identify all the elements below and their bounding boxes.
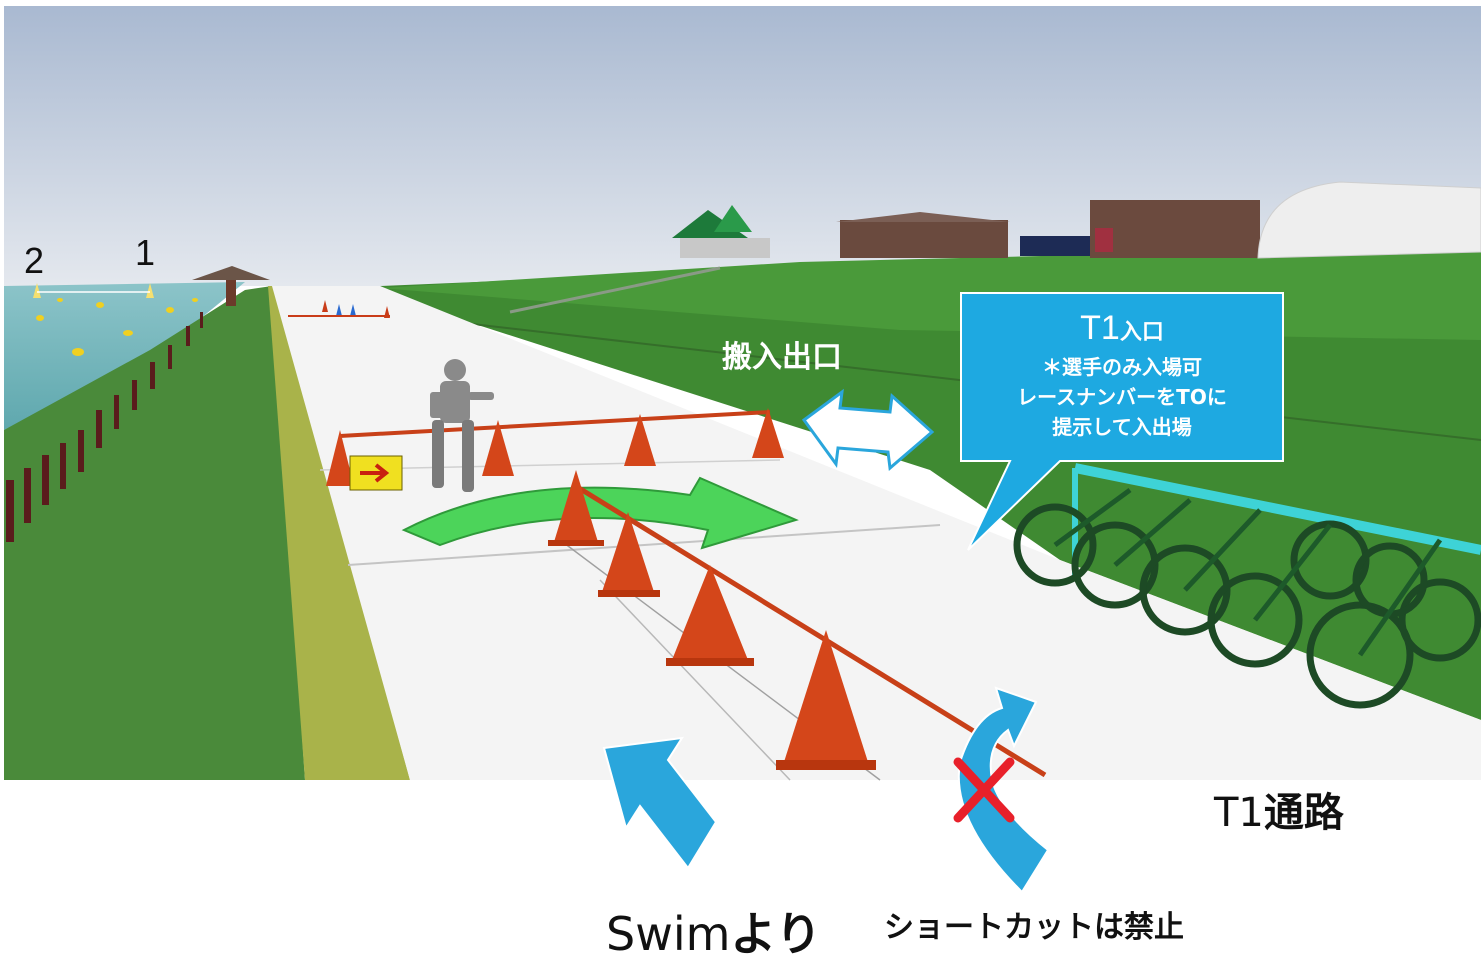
left-grass (4, 286, 305, 780)
shortcut-warning: ショートカットは禁止 (884, 910, 1184, 945)
swim-prefix: Swim (606, 907, 731, 961)
buoy-label-1: 1 (135, 232, 156, 273)
swim-label: Swimより (606, 898, 822, 964)
buoy-label-2: 2 (24, 240, 45, 281)
water-buoys (36, 294, 198, 356)
swim-arrow (602, 736, 718, 870)
callout-title-main: T1 (1080, 309, 1120, 347)
cones-front (554, 470, 868, 762)
cones-back (326, 408, 784, 486)
t1-path-suffix: 通路 (1263, 790, 1344, 836)
horizon-buildings (672, 181, 1481, 259)
t1-path-label: T1通路 (1214, 780, 1344, 838)
barrier-rail-front (572, 482, 1047, 778)
water (4, 282, 245, 430)
callout-line: 提示して入出場 (1052, 415, 1192, 439)
gate-label: 搬入出口 (722, 340, 842, 375)
callout-line: ＊選手のみ入場可 (1042, 355, 1202, 379)
direction-sign (349, 455, 403, 491)
shortcut-arrow (957, 686, 1050, 894)
person-figure (430, 359, 494, 492)
t1-path-prefix: T1 (1214, 790, 1264, 836)
buoy-marker-2 (33, 283, 41, 298)
callout-title: T1入口 (961, 309, 1283, 352)
buoy-marker-1 (146, 283, 154, 298)
fence-posts (6, 312, 203, 542)
callout-line: レースナンバーをTOに (1017, 385, 1227, 409)
t1-callout-bubble (960, 292, 1284, 551)
t1-callout: T1入口 ＊選手のみ入場可 レースナンバーをTOに 提示して入出場 (961, 293, 1283, 461)
pavement (272, 286, 1481, 780)
cone-bases (548, 540, 876, 770)
swim-suffix: より (730, 907, 822, 961)
forbidden-x-icon (953, 757, 1015, 823)
barrier-rail-back (339, 410, 771, 438)
gate-double-arrow (801, 388, 935, 471)
bike-frames (1053, 487, 1443, 657)
bicycles (1013, 503, 1481, 709)
verge-strip (268, 286, 410, 780)
distant-cones (288, 300, 390, 318)
u-turn-arrow (401, 476, 799, 550)
pavilion (192, 266, 270, 306)
callout-title-sub: 入口 (1119, 320, 1164, 345)
